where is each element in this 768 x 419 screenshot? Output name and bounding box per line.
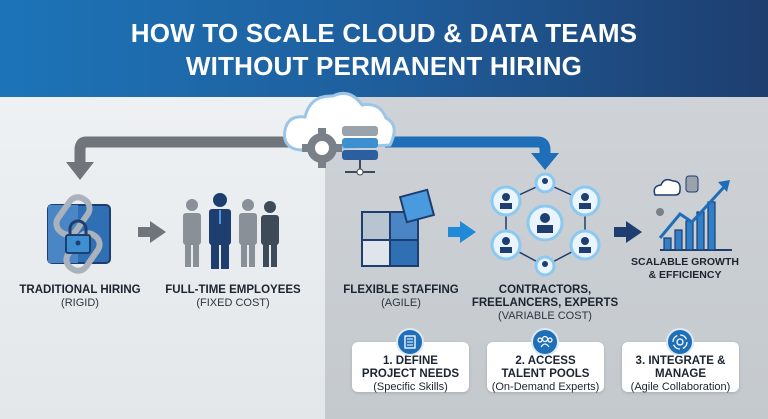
title-line-2: WITHOUT PERMANENT HIRING xyxy=(185,51,583,81)
fulltime-title: FULL-TIME EMPLOYEES xyxy=(165,284,301,296)
arrow-right-blue-icon xyxy=(448,221,476,243)
contractors-title-1: CONTRACTORS, xyxy=(498,284,592,296)
step-3-sub: (Agile Collaboration) xyxy=(630,381,731,393)
gear-cycle-icon xyxy=(666,328,694,356)
contractors-sub: (VARIABLE COST) xyxy=(498,310,592,322)
title-line-1: HOW TO SCALE CLOUD & DATA TEAMS xyxy=(130,18,638,48)
growth-title-2: & EFFICIENCY xyxy=(648,269,722,281)
contractors-label: CONTRACTORS,FREELANCERS, EXPERTS(VARIABL… xyxy=(470,284,620,323)
group-icon xyxy=(531,328,559,356)
step-3-title-1: 3. INTEGRATE & xyxy=(635,355,726,367)
header-banner: HOW TO SCALE CLOUD & DATA TEAMS WITHOUT … xyxy=(0,0,768,97)
step-1-title-1: 1. DEFINE xyxy=(383,355,438,367)
arrow-right-dark-icon xyxy=(614,221,642,243)
contractors-title-2: FREELANCERS, EXPERTS xyxy=(471,297,619,309)
step-2-title-2: TALENT POOLS xyxy=(501,368,590,380)
traditional-sub: (RIGID) xyxy=(61,297,99,309)
arrow-right-gray-icon xyxy=(138,221,166,243)
traditional-title: TRADITIONAL HIRING xyxy=(19,284,141,296)
employees-group-icon xyxy=(183,193,279,269)
growth-label: SCALABLE GROWTH& EFFICIENCY xyxy=(620,256,750,282)
growth-chart-icon xyxy=(653,175,732,251)
step-1-title-2: PROJECT NEEDS xyxy=(361,368,460,380)
step-1-sub: (Specific Skills) xyxy=(373,381,448,393)
flexible-staffing-label: FLEXIBLE STAFFING(AGILE) xyxy=(326,284,476,310)
gray-split-arrow-icon xyxy=(66,136,300,180)
full-time-label: FULL-TIME EMPLOYEES(FIXED COST) xyxy=(158,284,308,310)
puzzle-icon xyxy=(361,188,436,267)
step-2-title-1: 2. ACCESS xyxy=(515,355,576,367)
flexible-title: FLEXIBLE STAFFING xyxy=(343,284,459,296)
step-2-sub: (On-Demand Experts) xyxy=(491,381,600,393)
database-server-icon xyxy=(342,126,378,176)
fulltime-sub: (FIXED COST) xyxy=(196,297,270,309)
chain-lock-icon xyxy=(47,194,111,274)
checklist-icon xyxy=(396,328,424,356)
step-3-title-2: MANAGE xyxy=(654,368,707,380)
blue-split-arrow-icon xyxy=(385,136,559,170)
traditional-hiring-label: TRADITIONAL HIRING(RIGID) xyxy=(5,284,155,310)
growth-title-1: SCALABLE GROWTH xyxy=(631,256,739,268)
flexible-sub: (AGILE) xyxy=(381,297,421,309)
gear-icon xyxy=(302,128,342,168)
talent-network-icon xyxy=(490,172,601,277)
